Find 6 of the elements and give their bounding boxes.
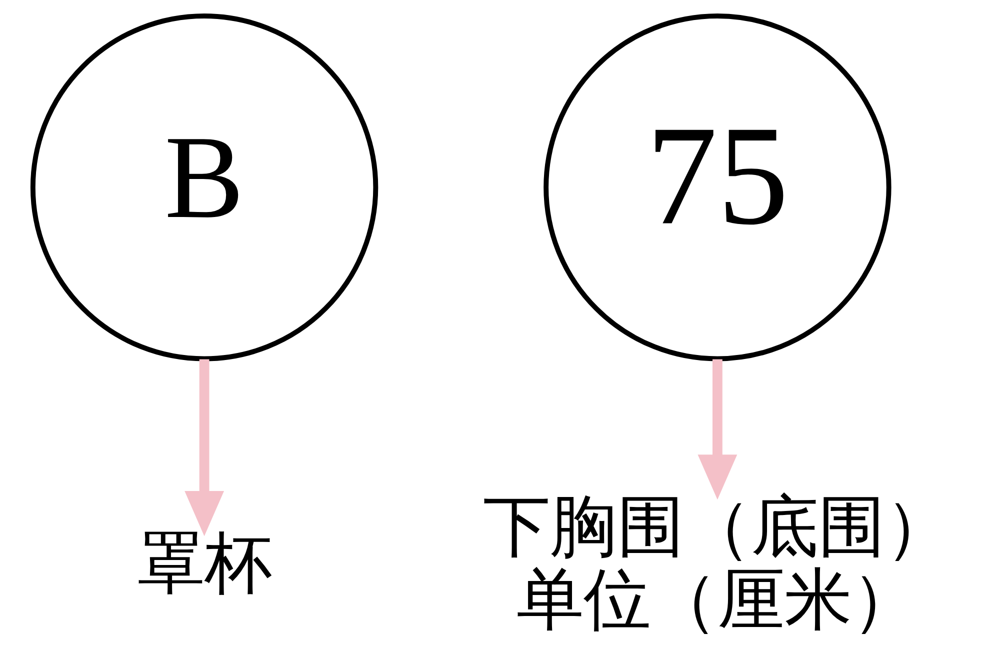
node-circle: B — [30, 14, 378, 362]
node-text: 罩杯 — [136, 523, 271, 602]
node-circle: 75 — [543, 14, 891, 362]
arrow — [184, 359, 224, 536]
arrow — [697, 359, 737, 500]
node-text: 下胸围（底围） 单位（厘米） — [482, 486, 952, 639]
